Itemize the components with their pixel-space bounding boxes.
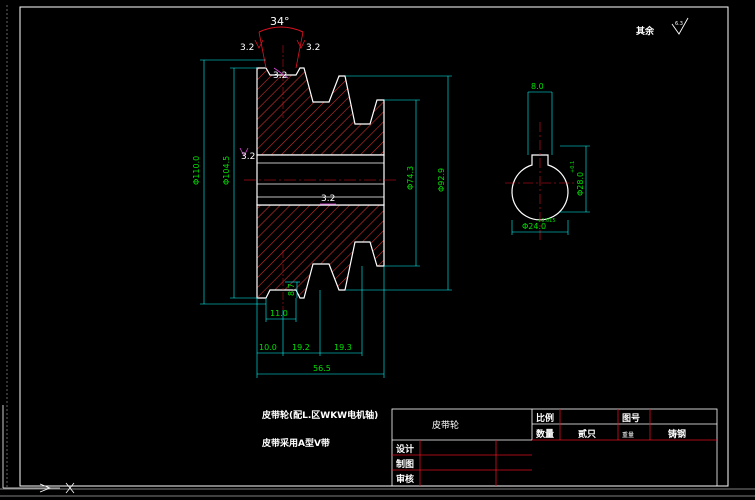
dim-shaft-tol-2: +0.015 [537,218,556,224]
title-weight-label: 重量 [622,431,634,439]
dim-total-width: 56.5 [313,364,331,373]
inner-border [19,6,729,487]
dim-bore-dia: Φ74.3 [406,166,415,190]
dim-hub-dia: Φ92.9 [437,168,446,192]
keyway-view [505,122,575,240]
groove-roughness-left: 3.2 [240,43,254,53]
dim-pitch-2: 19.3 [334,343,352,352]
note-line-1: 皮带轮(配L.区WKW电机轴) [261,409,378,421]
bore-roughness-symbol [239,147,249,157]
bore-roughness-label: 3.2 [241,152,255,162]
title-approved: 铸钢 [668,428,686,440]
pulley-lower-section [256,204,385,299]
title-count-value: 贰只 [578,428,596,440]
title-designed: 设计 [396,443,414,455]
groove-angle-label: 34° [270,15,290,28]
title-block-red-grid [392,409,717,486]
roughness-mark: 6.3 [675,21,683,27]
dim-pitch-1: 19.2 [292,343,310,352]
title-qty-label: 数量 [536,428,554,440]
dim-shaft-dia: Φ28.0 [576,172,585,196]
dim-outer-dia: Φ110.0 [192,156,201,185]
pulley-upper-section [256,67,385,156]
groove-angle-annotation [254,26,306,79]
title-scale-label: 比例 [536,412,554,424]
hub-roughness-label: 3.2 [321,194,335,204]
dim-groove-width: 11.0 [270,309,288,318]
dim-edge-offset: 10.0 [259,343,277,352]
dim-groove-depth: 8.7 [287,283,296,296]
note-line-2: 皮带采用A型V带 [261,437,330,449]
dim-shaft-tol: +0.1 [570,161,576,173]
roughness-note: 其余 [636,25,655,37]
pulley-section [244,45,398,310]
title-part-name: 皮带轮 [432,419,459,431]
groove-roughness-right: 3.2 [306,43,320,53]
groove-roughness-bottom: 3.2 [273,71,287,81]
roughness-symbol-icon [671,17,689,35]
dim-pitch-dia: Φ104.5 [222,156,231,185]
dimension-lines [200,59,452,378]
title-checked: 审核 [396,473,414,485]
keyway-dimension-lines [511,91,590,235]
ucs-icon [2,405,75,494]
title-sheet-label: 图号 [622,413,640,424]
title-block [391,408,718,487]
dim-key-width: 8.0 [531,82,544,91]
title-drawn: 制图 [396,458,414,470]
dim-shaft-dia-2: Φ24.0 [522,222,546,231]
